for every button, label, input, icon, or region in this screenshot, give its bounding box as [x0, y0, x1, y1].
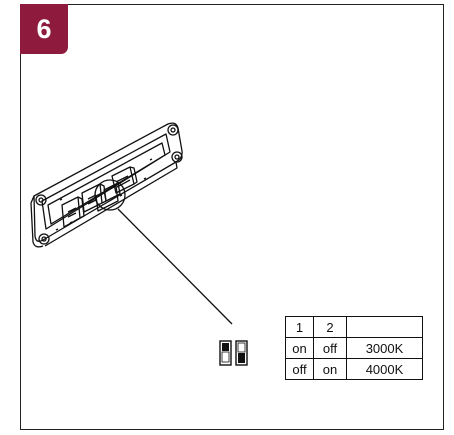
detail-callout-circle	[94, 179, 126, 211]
table-cell: 3000K	[346, 337, 423, 359]
detail-leader-line	[117, 208, 233, 325]
table-row: off on 4000K	[285, 358, 423, 380]
dip-switch-settings-table: 1 2 on off 3000K off on 4000K	[285, 316, 423, 380]
table-cell: off	[313, 337, 347, 359]
table-cell: on	[313, 358, 347, 380]
table-cell: off	[285, 358, 314, 380]
housing-outer-frame	[33, 122, 183, 242]
step-number: 6	[36, 13, 52, 44]
housing-inner-lip	[47, 142, 166, 225]
housing-inner-frame	[41, 133, 171, 230]
mount-boss-bottom-left	[38, 233, 50, 245]
step-number-badge: 6	[20, 4, 68, 54]
table-header-cell: 1	[285, 316, 314, 338]
table-cell: on	[285, 337, 314, 359]
mount-boss-top-left	[35, 194, 47, 206]
table-row: on off 3000K	[285, 337, 423, 359]
dip-switch-icon	[219, 340, 248, 366]
mount-boss-top-right	[167, 124, 179, 136]
table-header-row: 1 2	[285, 316, 423, 338]
mount-boss-bottom-right	[171, 151, 183, 163]
connector-block-right	[95, 185, 119, 212]
table-header-cell: 2	[313, 316, 347, 338]
dip-switch-component	[103, 182, 121, 202]
table-cell: 4000K	[346, 358, 423, 380]
table-header-cell	[346, 316, 423, 338]
